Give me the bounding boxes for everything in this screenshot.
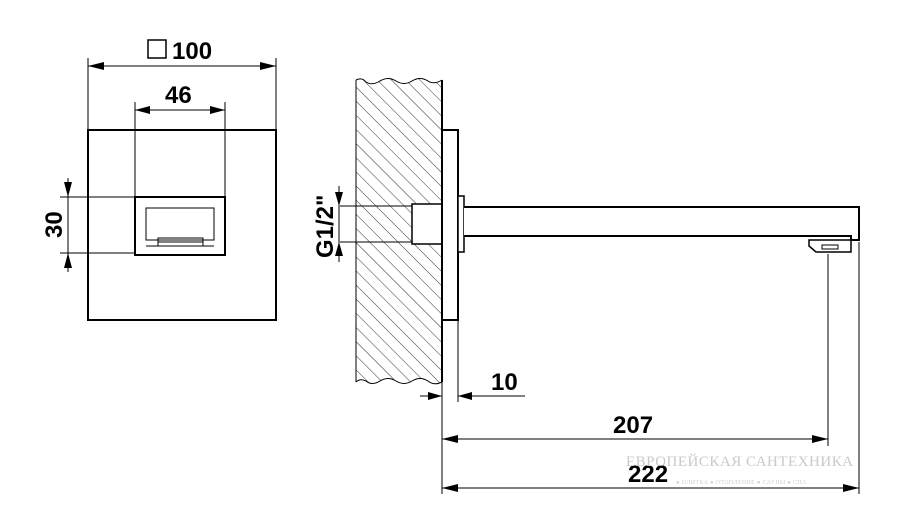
watermark-subtitle: ● ПЛИТКА ● ОТОПЛЕНИЕ ● САУНЫ ● СПА [676,480,807,486]
wall-plate [441,129,459,321]
square-symbol [147,39,167,59]
thread-label: G1/2" [312,195,339,258]
watermark-title: ЕВРОПЕЙСКАЯ САНТЕХНИКА [626,453,854,470]
dimension-outlet-width: 46 [134,82,226,197]
outlet-inner [145,207,215,241]
plate-collar [457,195,465,253]
dimension-plate-thickness: 10 [420,320,525,402]
dimension-thread: G1/2" [312,186,343,262]
dimension-projection-outlet: 207 [441,254,829,494]
projection-outlet-label: 207 [613,412,653,439]
threaded-connector [411,203,443,245]
dimension-plate-width: 100 [87,38,277,130]
dimension-total-projection: 222 [442,242,860,494]
dimension-outlet-height: 30 [41,178,135,272]
front-view: 100 46 30 [41,38,277,321]
spout-body [464,206,860,241]
watermark: ЕВРОПЕЙСКАЯ САНТЕХНИКА ● ПЛИТКА ● ОТОПЛЕ… [626,453,854,486]
plate-thickness-label: 10 [491,369,518,396]
cover-plate [87,129,277,321]
outlet-frame [134,196,226,256]
plate-width-label: 100 [172,38,212,65]
outlet-height-label: 30 [41,211,68,238]
total-projection-label: 222 [628,461,668,488]
spout-outlet [808,239,852,253]
outlet-width-label: 46 [165,82,192,109]
side-view: G1/2" 10 207 222 [312,78,860,494]
